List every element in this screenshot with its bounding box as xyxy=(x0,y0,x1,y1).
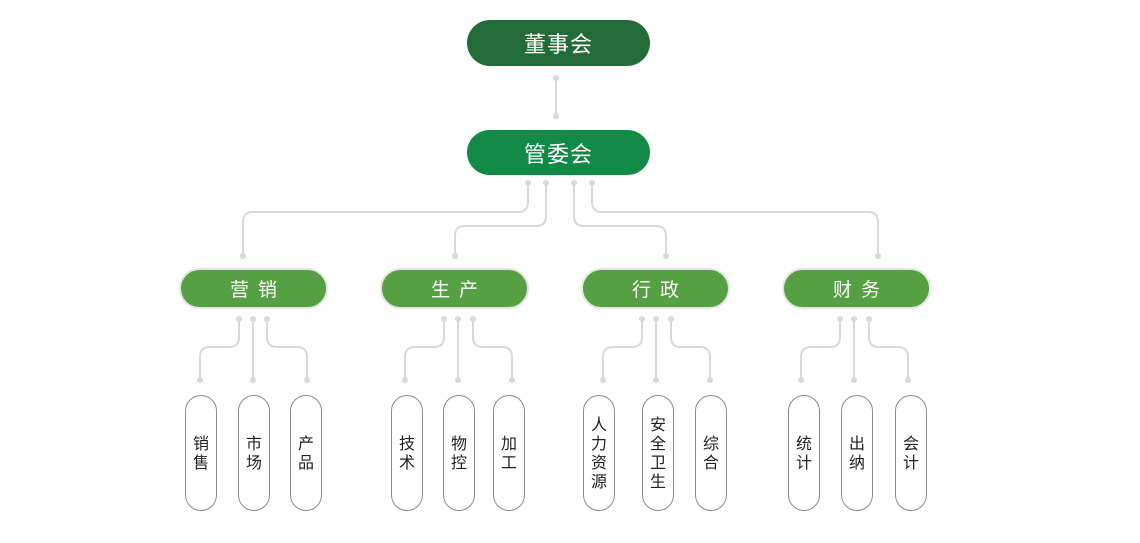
unit-statistics[interactable]: 统计 xyxy=(788,395,820,511)
mgmt-to-production-line xyxy=(454,183,547,256)
unit-label: 统计 xyxy=(796,434,813,472)
connector-dot xyxy=(264,316,270,322)
mgmt-to-marketing-line xyxy=(242,183,529,256)
unit-market[interactable]: 市场 xyxy=(238,395,270,511)
unit-label: 销售 xyxy=(193,434,210,472)
connector-dot xyxy=(543,180,549,186)
connector-dot xyxy=(452,253,458,259)
connector-dot xyxy=(441,316,447,322)
connector-dot xyxy=(851,377,857,383)
mgmt-to-finance-line xyxy=(591,183,879,256)
dept-1-unit-2-line xyxy=(472,319,513,380)
unit-general[interactable]: 综合 xyxy=(695,395,727,511)
unit-sales[interactable]: 销售 xyxy=(185,395,217,511)
connector-dot xyxy=(639,316,645,322)
connector-dot xyxy=(304,377,310,383)
connector-dot xyxy=(837,316,843,322)
unit-human-resources[interactable]: 人力资源 xyxy=(583,395,615,511)
dept-1-unit-0-line xyxy=(404,319,445,380)
connector-dot xyxy=(866,316,872,322)
unit-product[interactable]: 产品 xyxy=(290,395,322,511)
connector-dot xyxy=(250,377,256,383)
connector-dot xyxy=(653,316,659,322)
unit-accounting[interactable]: 会计 xyxy=(895,395,927,511)
connector-dot xyxy=(905,377,911,383)
unit-label: 市场 xyxy=(246,434,263,472)
connector-dot xyxy=(668,316,674,322)
connector-dot xyxy=(240,253,246,259)
unit-label: 综合 xyxy=(703,434,720,472)
connector-dot xyxy=(250,316,256,322)
connector-dot xyxy=(571,180,577,186)
dept-administration[interactable]: 行政 xyxy=(581,268,730,309)
connector-dot xyxy=(197,377,203,383)
unit-technology[interactable]: 技术 xyxy=(391,395,423,511)
management-node[interactable]: 管委会 xyxy=(467,130,650,175)
connector-dot xyxy=(236,316,242,322)
connector-dot xyxy=(875,253,881,259)
unit-label: 技术 xyxy=(399,434,416,472)
connector-dot xyxy=(509,377,515,383)
dept-0-unit-2-line xyxy=(266,319,308,380)
connector-dot xyxy=(798,377,804,383)
connector-dot xyxy=(600,377,606,383)
connector-dot xyxy=(653,377,659,383)
unit-material-control[interactable]: 物控 xyxy=(443,395,475,511)
connector-dot xyxy=(470,316,476,322)
board-node[interactable]: 董事会 xyxy=(467,20,650,66)
mgmt-to-administration-line xyxy=(573,183,667,256)
connector-dot xyxy=(525,180,531,186)
unit-label: 出纳 xyxy=(849,434,866,472)
connector-dot xyxy=(589,180,595,186)
connector-dot xyxy=(455,316,461,322)
dept-3-unit-0-line xyxy=(800,319,841,380)
unit-label: 物控 xyxy=(451,434,468,472)
connector-dot xyxy=(553,113,559,119)
dept-finance[interactable]: 财务 xyxy=(782,268,931,309)
dept-production[interactable]: 生产 xyxy=(380,268,529,309)
unit-cashier[interactable]: 出纳 xyxy=(841,395,873,511)
connector-dot xyxy=(851,316,857,322)
unit-label: 会计 xyxy=(903,434,920,472)
unit-safety-hygiene[interactable]: 安全卫生 xyxy=(642,395,674,511)
connector-dot xyxy=(707,377,713,383)
dept-2-unit-0-line xyxy=(602,319,643,380)
connector-dot xyxy=(455,377,461,383)
connector-dot xyxy=(663,253,669,259)
dept-3-unit-2-line xyxy=(868,319,909,380)
unit-label: 加工 xyxy=(501,434,518,472)
connector-dot xyxy=(402,377,408,383)
dept-0-unit-0-line xyxy=(199,319,240,380)
unit-label: 安全卫生 xyxy=(650,415,667,491)
dept-marketing[interactable]: 营销 xyxy=(179,268,328,309)
unit-label: 产品 xyxy=(298,434,315,472)
dept-2-unit-2-line xyxy=(670,319,711,380)
unit-label: 人力资源 xyxy=(591,415,608,491)
connector-dot xyxy=(553,75,559,81)
unit-processing[interactable]: 加工 xyxy=(493,395,525,511)
